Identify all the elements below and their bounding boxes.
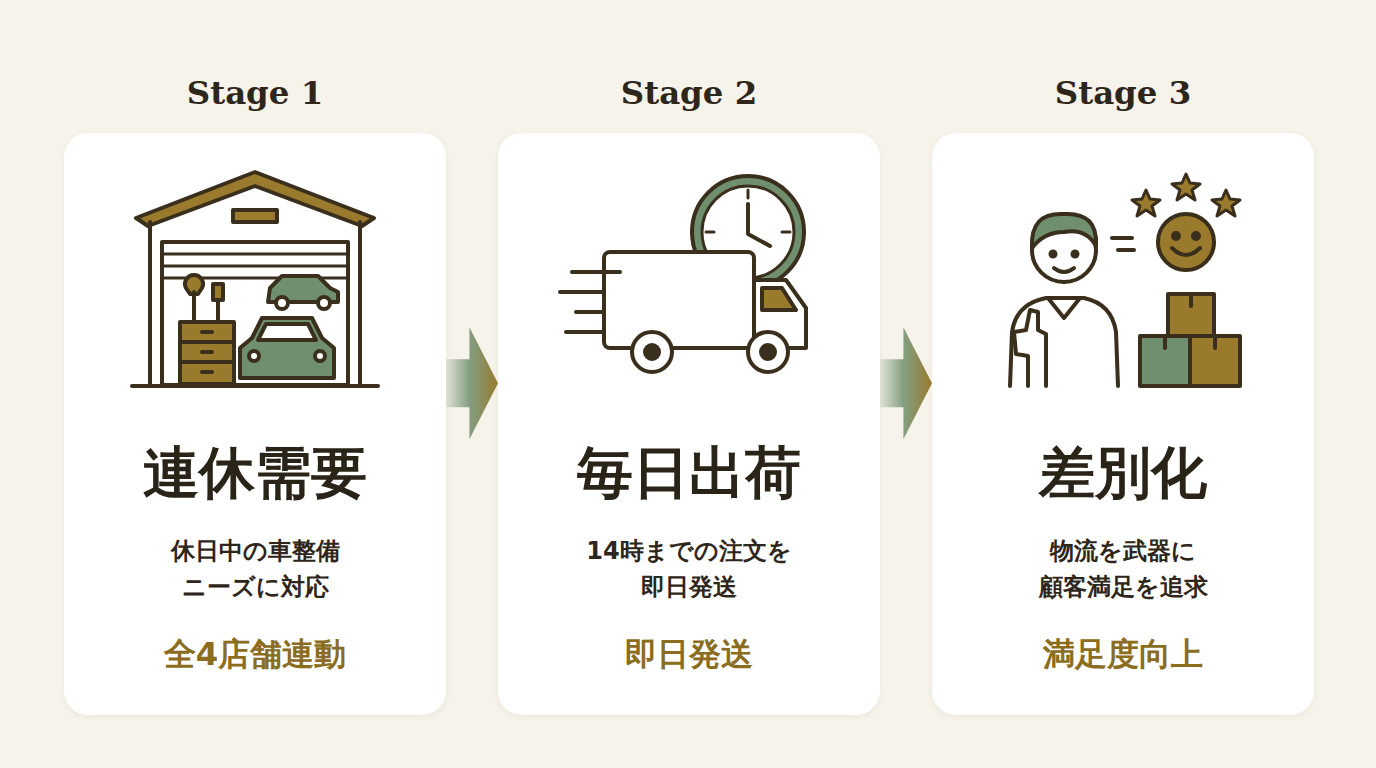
stage-title: 連休需要 <box>64 433 446 513</box>
stage-highlight: 全4店舗連動 <box>64 629 446 679</box>
stage-highlight: 即日発送 <box>498 629 880 679</box>
stage-description: 物流を武器に 顧客満足を追求 <box>1039 533 1208 605</box>
stage-title: 毎日出荷 <box>498 433 880 513</box>
stage-description: 14時までの注文を 即日発送 <box>586 533 791 605</box>
stage-heading: Stage 3 <box>932 69 1314 117</box>
stage-card: Stage 3差別化物流を武器に 顧客満足を追求満足度向上 <box>932 133 1314 715</box>
customer-icon <box>1010 174 1240 386</box>
truck-icon <box>560 176 806 372</box>
stage-card: Stage 2毎日出荷14時までの注文を 即日発送即日発送 <box>498 133 880 715</box>
stage-description: 休日中の車整備 ニーズに対応 <box>171 533 340 605</box>
garage-icon <box>132 172 378 386</box>
stage-title: 差別化 <box>932 433 1314 513</box>
flow-arrow <box>446 327 498 439</box>
stage-heading: Stage 2 <box>498 69 880 117</box>
flow-arrow <box>880 327 932 439</box>
stage-heading: Stage 1 <box>64 69 446 117</box>
stage-highlight: 満足度向上 <box>932 629 1314 679</box>
